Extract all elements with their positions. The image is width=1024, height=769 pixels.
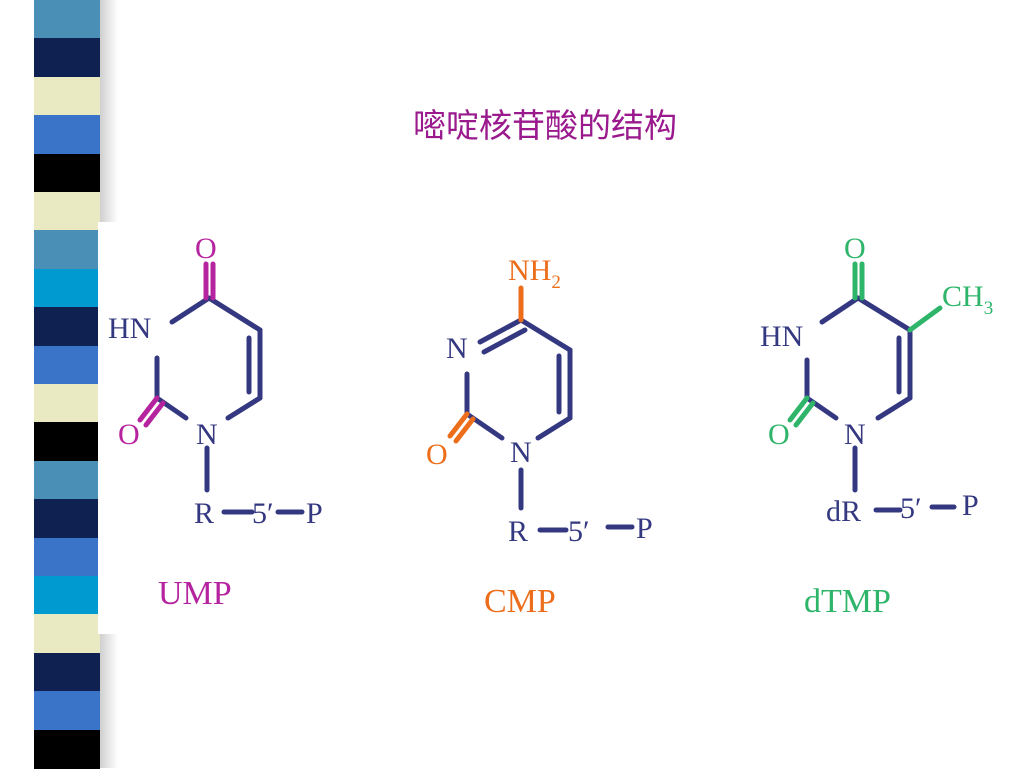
sidebar-stripe — [34, 537, 100, 577]
cmp-bonds — [464, 317, 635, 533]
dtmp-label: dTMP — [804, 583, 891, 620]
cmp-atom-sugar: R — [508, 515, 528, 548]
dtmp-atom-o: O — [768, 418, 790, 451]
sidebar-stripe — [34, 268, 100, 309]
dtmp-atom-n: N — [844, 418, 866, 451]
sidebar-stripe — [34, 0, 100, 40]
sidebar-stripe — [34, 345, 100, 385]
sidebar-stripe — [34, 460, 100, 501]
ump-atom-sugar: R — [194, 497, 214, 530]
sidebar-stripe — [34, 691, 100, 731]
dtmp-bonds — [804, 295, 957, 513]
dtmp-bond-c6-n1 — [875, 395, 913, 421]
dtmp-atom-sugar: dR — [826, 495, 861, 528]
dtmp-bond-c2-o-double — [793, 400, 816, 428]
dtmp-structure: O CH3 HN O N dR 5′ P dTMP — [760, 232, 993, 620]
cmp-atom-amino-main: NH — [508, 254, 551, 287]
ump-atom-position: 5′ — [252, 497, 274, 530]
cmp-structure: NH2 N O N R 5′ P CMP — [426, 254, 653, 620]
cmp-bond-c4-c5 — [518, 317, 573, 353]
cmp-atom-o: O — [426, 438, 448, 471]
ump-bond-c6-n1 — [225, 395, 263, 421]
ump-atom-o: O — [118, 418, 140, 451]
dtmp-bond-c5-ch3 — [907, 305, 943, 333]
sidebar-stripe — [34, 153, 100, 193]
dtmp-atom-position: 5′ — [900, 492, 922, 525]
ump-atom-phosphate: P — [306, 497, 323, 530]
ump-bond-c4-c5 — [206, 295, 263, 333]
dtmp-atom-phosphate: P — [962, 489, 979, 522]
cmp-atom-n: N — [510, 436, 532, 469]
ump-structure: O HN O N R 5′ P UMP — [108, 232, 323, 612]
sidebar-stripe — [34, 115, 100, 155]
cmp-atom-amino: NH2 — [508, 254, 561, 293]
sidebar-stripe — [34, 307, 100, 347]
dtmp-bond-c4-c5 — [855, 295, 913, 333]
dtmp-accent-bonds — [787, 261, 943, 428]
cmp-bond-c2-o — [447, 411, 470, 439]
cmp-label: CMP — [484, 583, 556, 620]
ump-atom-hn: HN — [108, 312, 151, 345]
cmp-bond-n3-c4 — [477, 317, 524, 345]
dtmp-atom-top-o: O — [844, 232, 866, 265]
cmp-bond-n3-c4-double — [481, 327, 528, 355]
dtmp-atom-methyl-main: CH — [942, 280, 984, 313]
sidebar-stripe — [34, 192, 100, 232]
sidebar-stripe — [34, 499, 100, 539]
sidebar-stripe — [34, 38, 100, 78]
sidebar-stripe — [34, 652, 100, 693]
ump-bond-c2-o — [137, 395, 160, 423]
dtmp-atom-methyl: CH3 — [942, 280, 993, 319]
slide-title: 嘧啶核苷酸的结构 — [413, 106, 677, 145]
sidebar-stripe — [34, 422, 100, 462]
cmp-atom-amino-sub: 2 — [551, 272, 561, 293]
sidebar-stripe — [34, 614, 100, 654]
cmp-bond-c6-n1 — [535, 415, 573, 441]
diagram-background — [98, 222, 1024, 634]
cmp-accent-bonds — [447, 285, 524, 444]
ump-atom-n: N — [196, 418, 218, 451]
cmp-bond-c2-o-double — [453, 416, 476, 444]
ump-atom-top-o: O — [195, 232, 217, 265]
ump-bond-n3-c4 — [169, 295, 212, 325]
ump-bonds — [154, 295, 305, 515]
dtmp-bond-n3-c4 — [819, 295, 861, 325]
dtmp-bond-c2-o — [787, 395, 810, 423]
dtmp-atom-hn: HN — [760, 320, 803, 353]
ump-label: UMP — [158, 575, 232, 612]
ump-bond-c2-o-double — [143, 400, 166, 428]
sidebar-stripe — [34, 230, 100, 270]
dtmp-atom-methyl-sub: 3 — [984, 298, 994, 319]
cmp-atom-position: 5′ — [568, 515, 590, 548]
cmp-atom-n3: N — [446, 332, 468, 365]
sidebar-stripe — [34, 576, 100, 616]
sidebar-stripe — [34, 384, 100, 424]
ump-oxygen-bonds — [137, 261, 216, 428]
sidebar-stripe — [34, 729, 100, 769]
sidebar-stripe — [34, 76, 100, 117]
cmp-atom-phosphate: P — [636, 512, 653, 545]
